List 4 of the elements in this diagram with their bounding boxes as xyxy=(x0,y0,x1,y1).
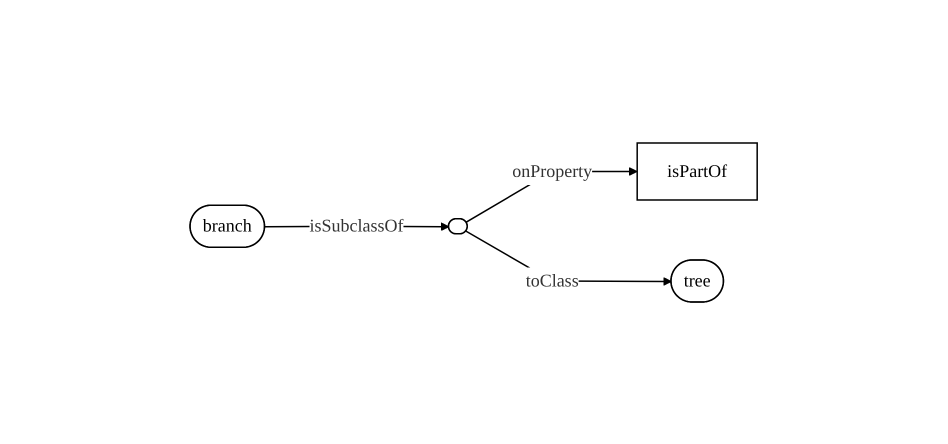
edge-label: isSubclassOf xyxy=(310,215,404,236)
node-box: isPartOf xyxy=(636,142,758,200)
edge-label: onProperty xyxy=(512,160,593,180)
edge-label: toClass xyxy=(526,270,580,290)
